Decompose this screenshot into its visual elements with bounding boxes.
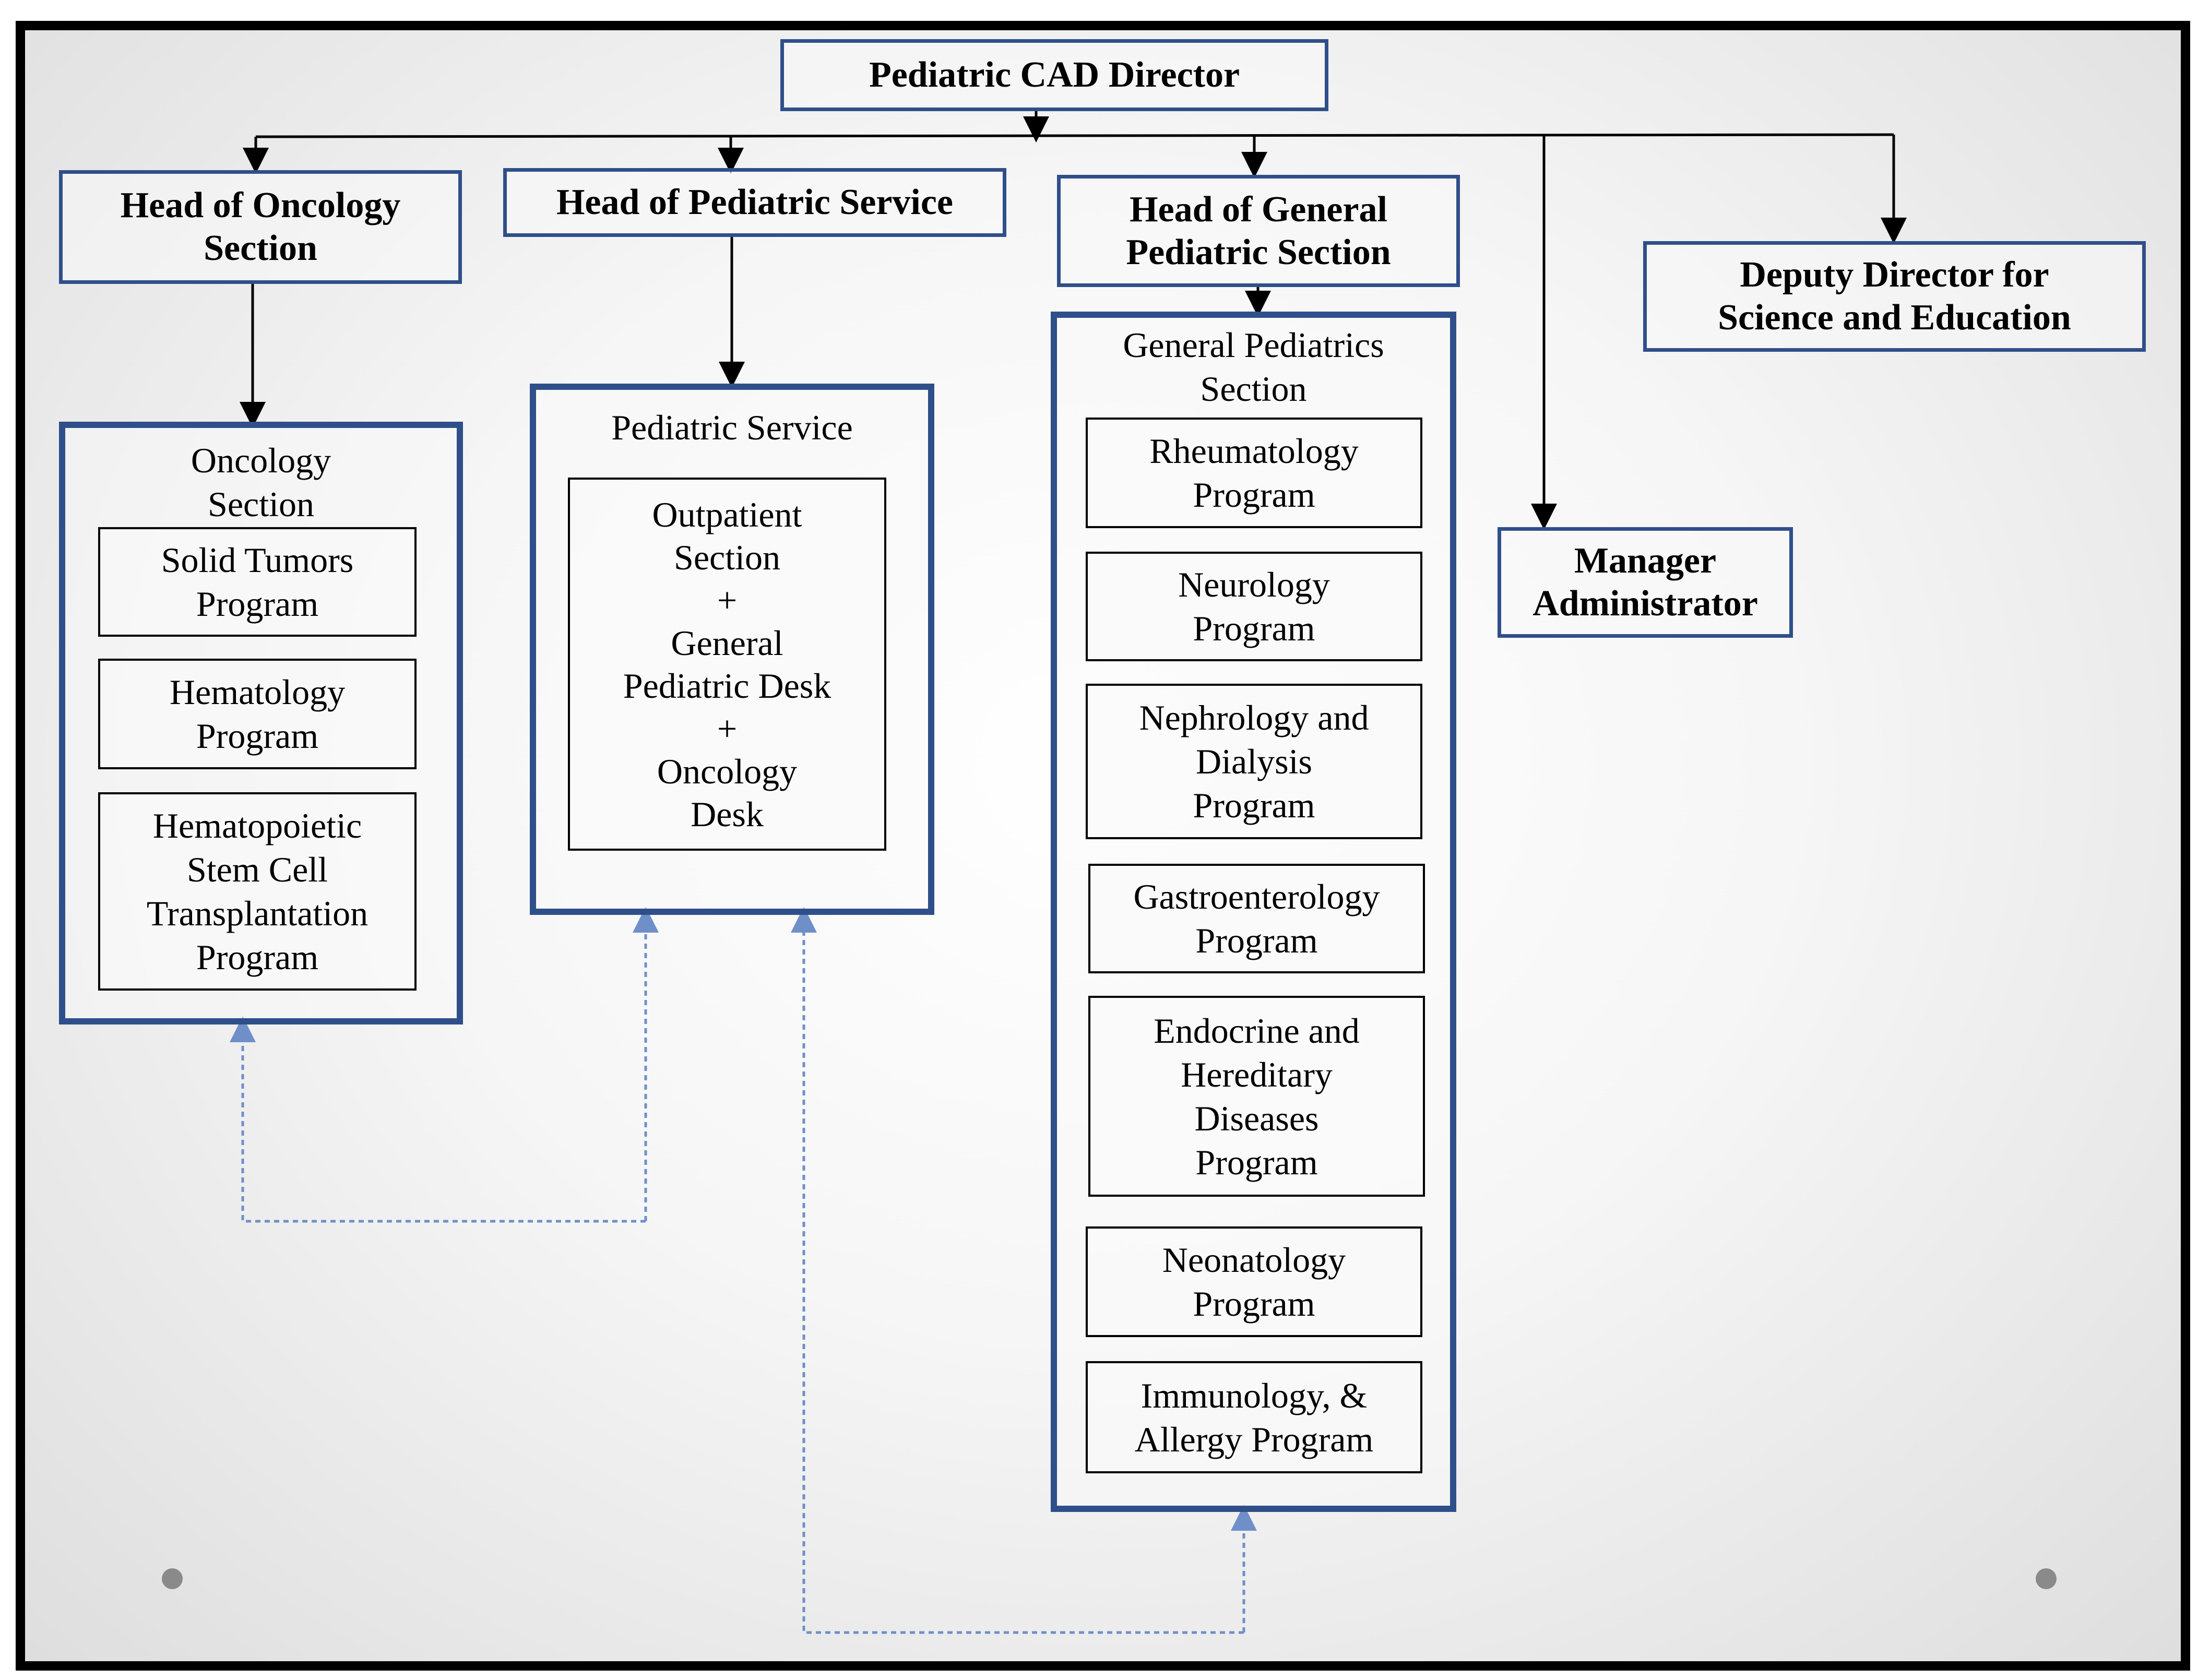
program-gastroenterology: Gastroenterology Program	[1088, 864, 1425, 973]
dashed-link-oncology-pediatric	[230, 1016, 646, 1223]
hierarchy-bus-line	[255, 133, 1894, 138]
program-hsct: Hematopoietic Stem Cell Transplantation …	[98, 792, 417, 991]
director-box: Pediatric CAD Director	[780, 39, 1328, 111]
outpatient-desk-box: Outpatient Section + General Pediatric D…	[568, 478, 886, 851]
program-rheumatology: Rheumatology Program	[1086, 418, 1422, 528]
program-hematology: Hematology Program	[98, 659, 417, 769]
deputy-director-box: Deputy Director for Science and Educatio…	[1643, 241, 2146, 352]
pediatric-service-title: Pediatric Service	[611, 408, 853, 447]
pediatric-service-head-box: Head of Pediatric Service	[503, 168, 1006, 237]
program-endocrine-hereditary: Endocrine and Hereditary Diseases Progra…	[1088, 996, 1425, 1197]
program-immunology-allergy: Immunology, & Allergy Program	[1086, 1361, 1422, 1473]
program-neurology: Neurology Program	[1086, 552, 1422, 661]
general-head-box: Head of General Pediatric Section	[1057, 175, 1460, 287]
decorative-dot-left	[162, 1568, 183, 1589]
program-nephrology-dialysis: Nephrology and Dialysis Program	[1086, 684, 1422, 839]
oncology-section-title: Oncology Section	[191, 440, 331, 524]
decorative-dot-right	[2036, 1568, 2057, 1589]
program-neonatology: Neonatology Program	[1086, 1226, 1422, 1337]
general-section-title: General Pediatrics Section	[1123, 325, 1384, 409]
program-solid-tumors: Solid Tumors Program	[98, 527, 417, 637]
oncology-head-box: Head of Oncology Section	[59, 170, 462, 284]
manager-administrator-box: Manager Administrator	[1498, 527, 1793, 638]
